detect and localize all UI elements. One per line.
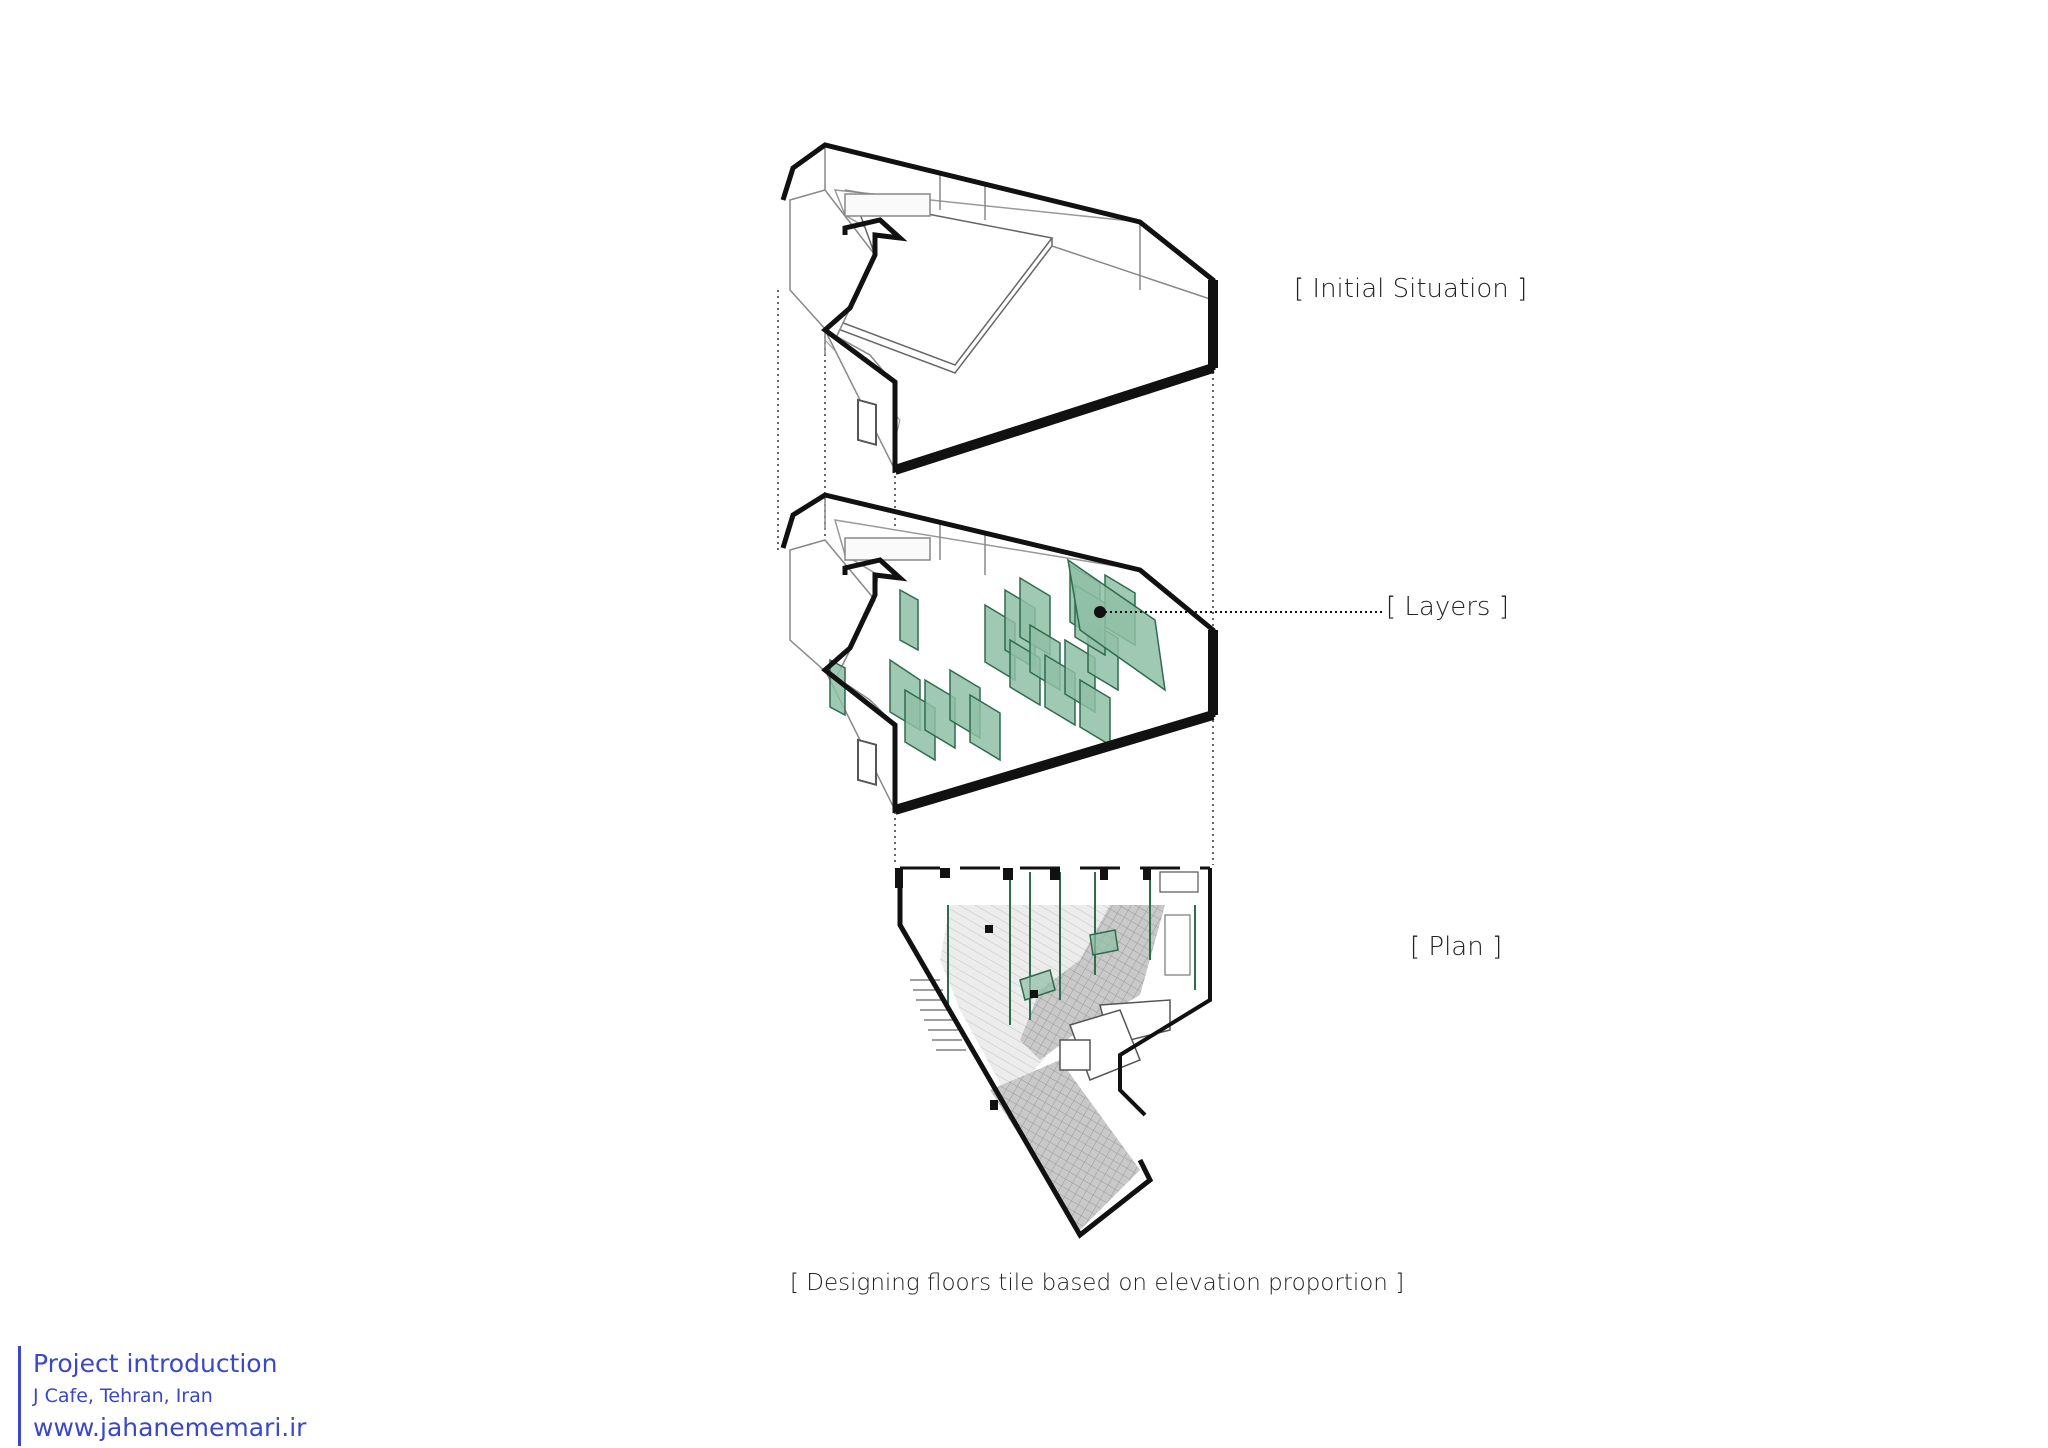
- credit-url-link[interactable]: www.jahanememari.ir: [33, 1413, 307, 1442]
- layer-panels: [829, 558, 1166, 762]
- floor-plan: [895, 866, 1213, 1239]
- label-initial-situation: [ Initial Situation ]: [1294, 274, 1528, 304]
- label-layers: [ Layers ]: [1386, 592, 1509, 622]
- credit-subtitle: J Cafe, Tehran, Iran: [33, 1385, 213, 1407]
- label-plan: [ Plan ]: [1410, 932, 1503, 962]
- credit-block: Project introduction J Cafe, Tehran, Ira…: [18, 1346, 306, 1446]
- credit-title: Project introduction: [33, 1349, 278, 1378]
- diagram-caption: [ Designing floors tile based on elevati…: [790, 1270, 1405, 1296]
- initial-situation-axonometric: [780, 142, 1218, 475]
- layers-axonometric: [780, 492, 1385, 815]
